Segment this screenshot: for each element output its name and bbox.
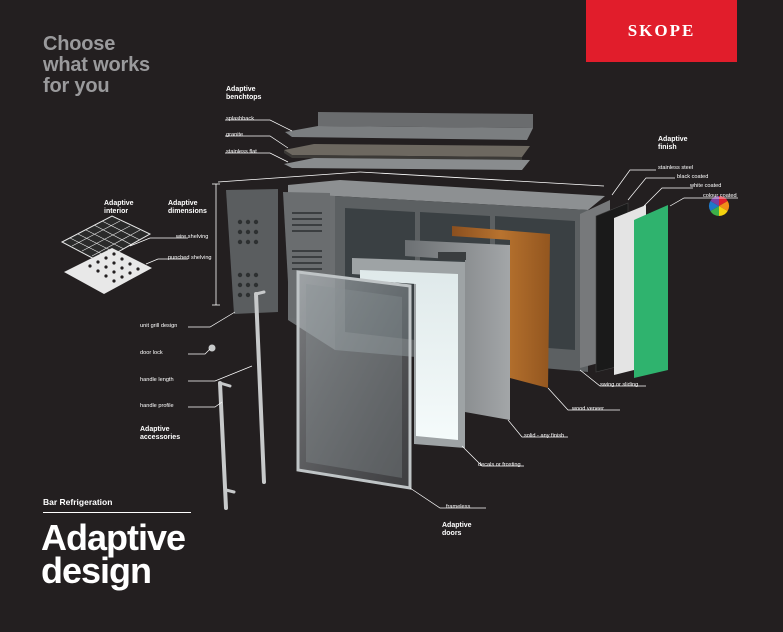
subtitle: Bar Refrigeration [43, 497, 113, 507]
headline: Choose what works for you [43, 34, 150, 97]
title-line-2: design [41, 550, 152, 591]
headline-line-3: for you [43, 75, 110, 97]
label-door-lock: door lock [140, 350, 163, 356]
benchtop-granite-shape [284, 144, 530, 160]
label-granite: granite [226, 132, 244, 138]
benchtop-stainless-flat-shape [284, 158, 530, 170]
group-finish: Adaptive finish [658, 136, 688, 151]
door-lock-shape [208, 344, 216, 352]
label-stainless-flat: stainless flat [226, 149, 257, 155]
door-frameless-glass-shape [296, 270, 412, 490]
finish-panels-shape [580, 200, 668, 378]
group-doors: Adaptive doors [442, 522, 472, 537]
punched-shelf-shape [64, 248, 152, 294]
label-wood-veneer: wood veneer [572, 406, 605, 412]
benchtop-splashback-shape [285, 112, 533, 140]
label-stainless-steel: stainless steel [658, 165, 694, 171]
label-wire-shelving: wire shelving [176, 234, 209, 240]
page-title: Adaptive design [41, 517, 186, 591]
label-punched-shelving: punched shelving [168, 255, 212, 261]
label-splashback: splashback [226, 116, 254, 122]
leader-lines-shape [129, 119, 738, 509]
headline-line-2: what works [43, 54, 150, 76]
label-frameless: frameless [446, 504, 471, 510]
group-benchtops: Adaptive benchtops [226, 86, 262, 101]
group-dimensions: Adaptive dimensions [168, 200, 207, 215]
label-handle-length: handle length [140, 377, 174, 383]
headline-line-1: Choose [43, 33, 116, 55]
label-white-coated: white coated [690, 183, 722, 189]
label-swing-or-sliding: swing or sliding [600, 382, 639, 388]
label-decals-or-frosting: decals or frosting [478, 462, 521, 468]
door-wood-veneer-shape [452, 226, 550, 388]
group-interior: Adaptive interior [104, 200, 134, 215]
label-colour-coated: colour coated [703, 193, 737, 199]
logo-text: SKOPE [627, 21, 696, 40]
title-line-1: Adaptive [41, 517, 186, 558]
handles-shape [218, 290, 266, 510]
wire-shelf-shape [60, 215, 152, 263]
dimension-lines-shape [212, 171, 605, 306]
skope-logo: SKOPE [586, 0, 737, 62]
label-black-coated: black coated [677, 174, 709, 180]
group-accessories: Adaptive accessories [140, 426, 181, 441]
label-handle-profile: handle profile [140, 403, 174, 409]
colour-wheel-shape [709, 196, 729, 216]
label-unit-grill-design: unit grill design [140, 323, 178, 329]
door-solid-finish-shape [405, 240, 510, 420]
subtitle-rule [43, 512, 191, 513]
door-decals-shape [352, 258, 465, 448]
label-solid-any-finish: solid - any finish [524, 433, 565, 439]
